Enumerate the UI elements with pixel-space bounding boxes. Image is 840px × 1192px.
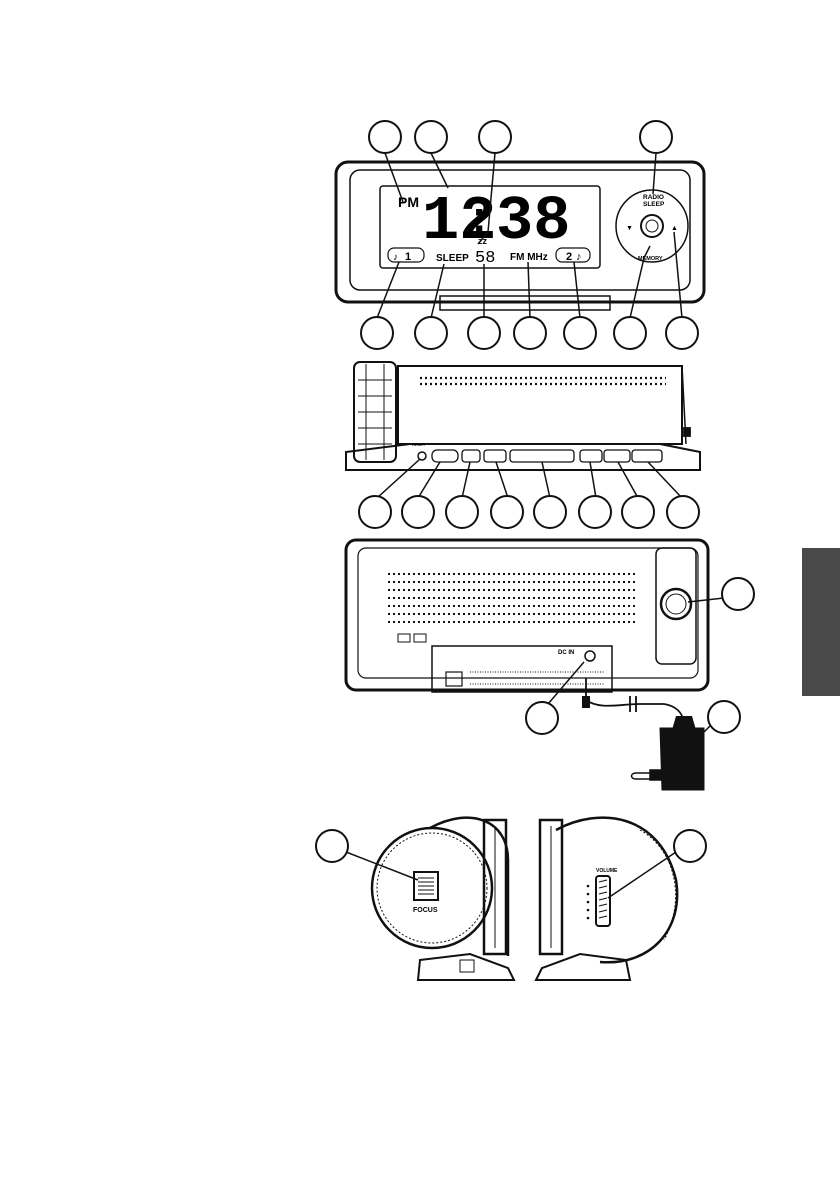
dc-plug [582,696,590,708]
top-button [510,450,574,462]
battery-compartment [432,646,612,692]
volume-slider [596,876,610,926]
time-minutes: 38 [496,186,570,257]
band-unit: FM MHz [510,252,548,263]
projector-lens-inner [666,594,686,614]
sleep-minutes: 58 [475,249,495,268]
top-button [632,450,662,462]
callout-circle [491,496,523,528]
adapter-prongs [632,770,663,780]
alarm2-note-icon: ♪ [576,251,582,263]
back-view [346,540,708,692]
back-callouts [526,578,754,734]
power-cable [586,678,684,722]
up-arrow-icon: ▲ [671,225,678,232]
callout-circle [674,830,706,862]
battery-latch [446,672,462,686]
callout-circle [361,317,393,349]
callout-circle [415,317,447,349]
callout-circle [526,702,558,734]
volume-slider-ridges [599,880,607,918]
alarm2-label: 2 [566,251,572,263]
left-side-drum-ridge [377,833,487,943]
callout-circle [722,578,754,610]
focus-wheel-ridges [418,878,434,894]
down-arrow-icon: ▼ [626,225,633,232]
callout-circle [446,496,478,528]
right-side-drum [556,818,677,963]
focus-label: FOCUS [413,907,438,914]
callout-circle [369,121,401,153]
callout-circle [316,830,348,862]
callout-circle [614,317,646,349]
volume-label: VOLUME [596,868,618,874]
callout-circle [479,121,511,153]
sleep-label: SLEEP [643,201,665,208]
top-callouts [359,496,699,528]
callout-circle [514,317,546,349]
callout-circle [667,496,699,528]
front-callouts-bottom [361,317,698,349]
top-base [346,444,700,470]
right-side-base [536,954,630,980]
volume-level-dots [587,885,590,920]
top-button [604,450,630,462]
top-button [462,450,480,462]
left-side-drum [372,828,492,948]
alarm1-bell-icon: ♪ [393,252,398,263]
right-side-view [536,818,677,980]
alarm1-label: 1 [405,251,411,263]
callout-circle [622,496,654,528]
radio-sleep-button [641,215,663,237]
left-side-view [372,818,514,980]
top-button [580,450,602,462]
callout-circle [579,496,611,528]
back-body [346,540,708,690]
top-button [484,450,506,462]
left-side-base [418,954,514,980]
memory-label: MEMORY [638,256,663,262]
top-button [432,450,458,462]
callout-circle [359,496,391,528]
callout-circle [415,121,447,153]
callout-circle [534,496,566,528]
dc-in-jack [585,651,595,661]
dc-in-label: DC IN [558,650,574,656]
side-leader-lines [346,852,676,898]
callout-circle [708,701,740,733]
radio-sleep-button-inner [646,220,658,232]
callout-circle [640,121,672,153]
sleep-indicator: SLEEP [436,253,469,264]
radio-label: RADIO [643,194,664,201]
front-callouts-top [369,121,672,153]
callout-circle [402,496,434,528]
top-vent-grid [420,378,666,384]
back-vent-grid [388,574,636,622]
reset-label: RESET [412,442,426,447]
callout-circle [666,317,698,349]
power-adapter [660,728,704,790]
page-edge-tab [802,548,840,696]
adapter-cable-strain [672,716,696,730]
callout-circle [564,317,596,349]
top-leader-lines [377,459,682,498]
callout-circle [468,317,500,349]
